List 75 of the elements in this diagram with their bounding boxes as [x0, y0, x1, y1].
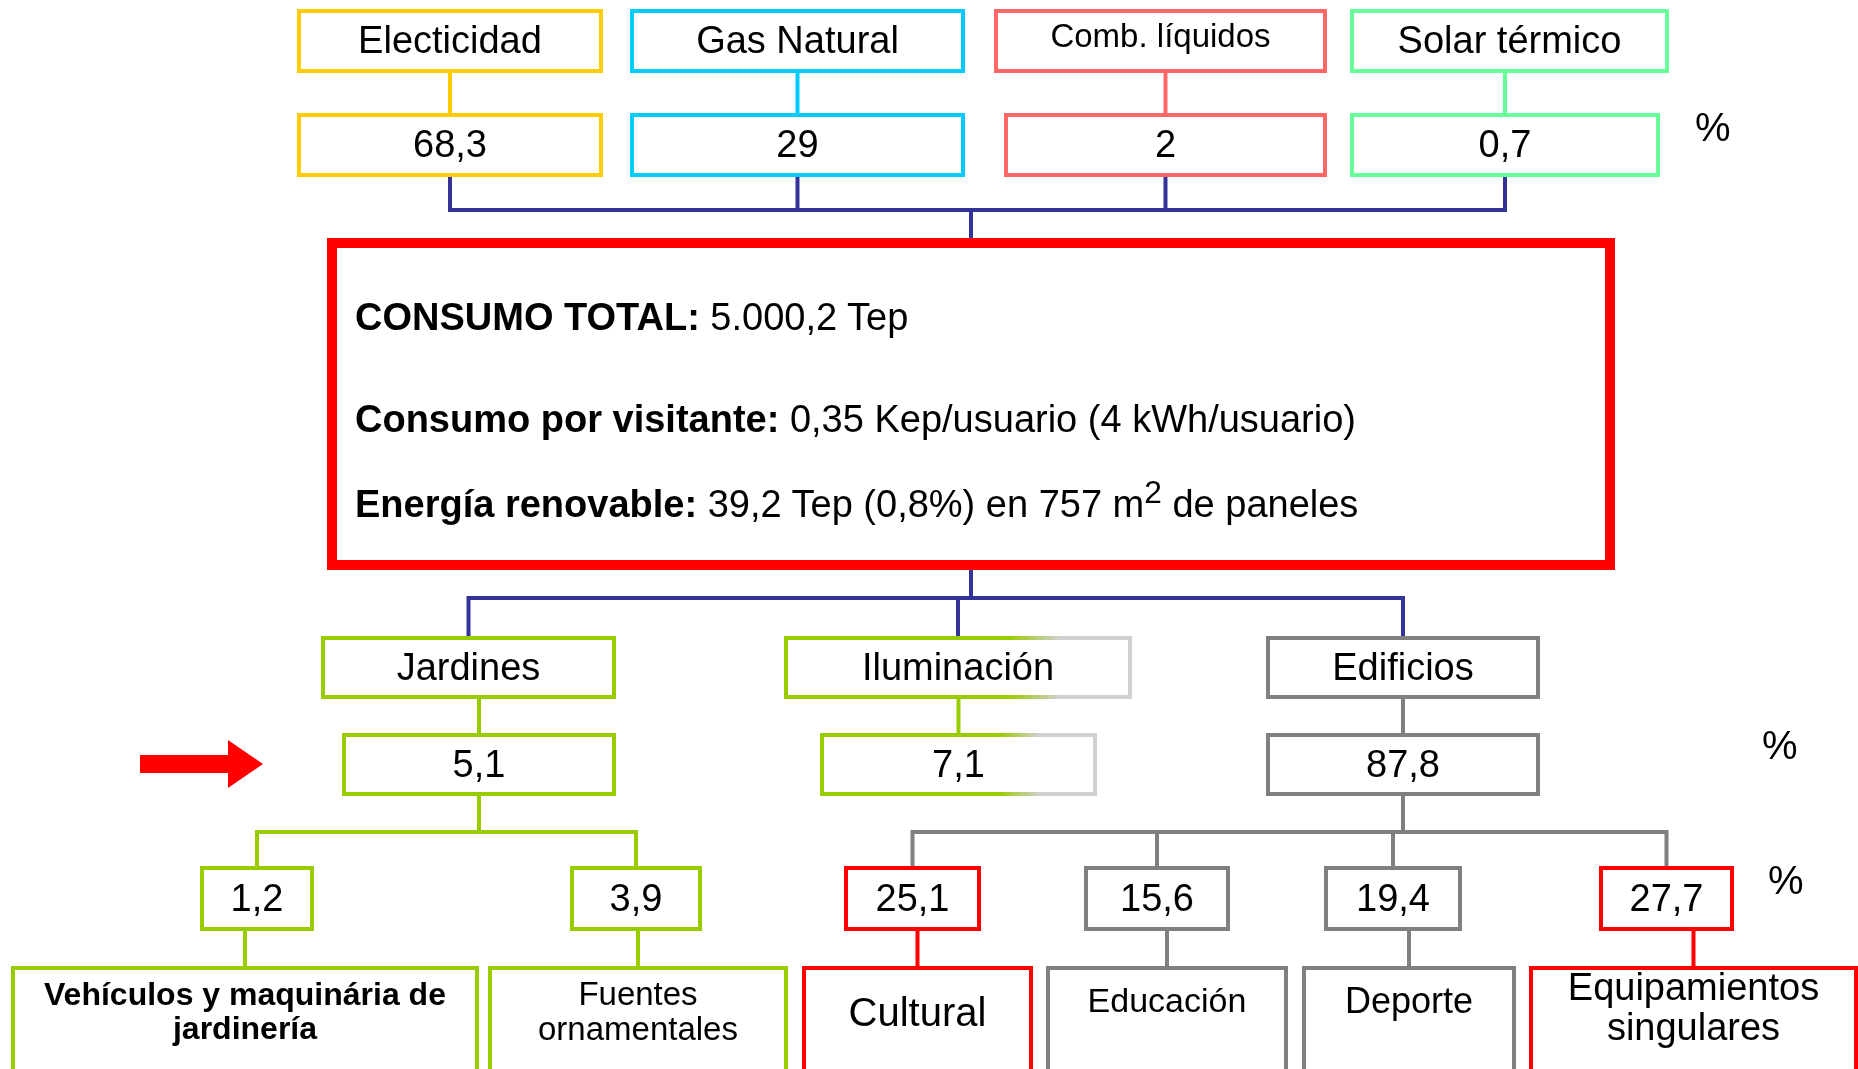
category-box [1004, 113, 1327, 177]
summary-box [327, 238, 1615, 570]
category-box [1266, 636, 1540, 699]
connector-line [477, 796, 638, 866]
category-box [297, 9, 603, 73]
category-box [630, 9, 965, 73]
category-box [820, 733, 1097, 796]
connector-line [969, 570, 1405, 636]
box-label: Iluminación [861, 647, 1055, 688]
category-box [297, 113, 603, 177]
category-box [630, 113, 965, 177]
category-box [1046, 966, 1288, 1069]
connector-line [1165, 931, 1169, 966]
summary-text: Energía renovable: 39,2 Tep (0,8%) en 757 m$^{2}$ de paneles [355, 476, 1359, 525]
connector-line [1163, 73, 1168, 113]
box-label: Cultural [848, 991, 987, 1033]
category-box [784, 636, 1132, 699]
summary-text: CONSUMO TOTAL: 5.000,2 Tep [355, 298, 909, 338]
connector-line [1407, 931, 1411, 966]
category-box [570, 866, 702, 931]
box-label: 2 [1154, 125, 1177, 165]
connector-line [448, 73, 452, 113]
category-box [1350, 9, 1669, 73]
box-label: Electicidad [358, 21, 542, 61]
box-label: Deporte [1344, 982, 1474, 1020]
box-label: Edificios [1332, 647, 1474, 688]
box-label: Comb. líquidos [1050, 18, 1271, 54]
box-label: 68,3 [413, 125, 487, 165]
category-box [1599, 866, 1734, 931]
category-box [1266, 733, 1540, 796]
category-box [200, 866, 314, 931]
category-box [321, 636, 616, 699]
box-label: Gas Natural [696, 21, 899, 61]
connector-line [636, 931, 640, 966]
category-box [1529, 966, 1858, 1069]
category-box [488, 966, 788, 1069]
box-label: 27,7 [1629, 878, 1704, 919]
category-box [11, 966, 479, 1069]
connector-line [795, 73, 800, 113]
category-box [1324, 866, 1462, 931]
unit-label: % [1695, 105, 1731, 150]
box-label: 15,6 [1120, 878, 1194, 919]
box-label: Educación [1087, 983, 1247, 1019]
category-box [1084, 866, 1230, 931]
box-label: 3,9 [609, 878, 663, 919]
box-label: 1,2 [230, 878, 284, 919]
box-label: 25,1 [875, 878, 950, 919]
category-box [844, 866, 981, 931]
box-label: Fuentes ornamentales [537, 977, 739, 1047]
box-label: 0,7 [1478, 125, 1532, 165]
connector-line [1691, 931, 1696, 966]
box-label: 87,8 [1366, 744, 1440, 785]
box-label: 29 [776, 125, 819, 165]
connector-line [1401, 796, 1669, 866]
unit-label: % [1762, 723, 1798, 768]
connector-line [1401, 699, 1405, 733]
connector-line [915, 931, 920, 966]
connector-line [1503, 73, 1507, 113]
category-box [342, 733, 616, 796]
unit-label: % [1768, 858, 1804, 903]
connector-line [477, 699, 481, 733]
category-box [802, 966, 1033, 1069]
box-label: Equipamientos singulares [1566, 968, 1821, 1048]
summary-text: Consumo por visitante: 0,35 Kep/usuario (4 kWh/usuario) [355, 400, 1356, 440]
connector-line [956, 699, 961, 733]
category-box [994, 9, 1327, 73]
box-label: Jardines [396, 647, 541, 688]
box-label: 7,1 [932, 744, 985, 785]
box-label: 5,1 [452, 744, 506, 785]
connector-line [243, 931, 247, 966]
category-box [1350, 113, 1660, 177]
category-box [1302, 966, 1516, 1069]
box-label: Vehículos y maquinária de jardinería [43, 978, 447, 1046]
box-label: 19,4 [1356, 878, 1430, 919]
box-label: Solar térmico [1397, 21, 1622, 61]
